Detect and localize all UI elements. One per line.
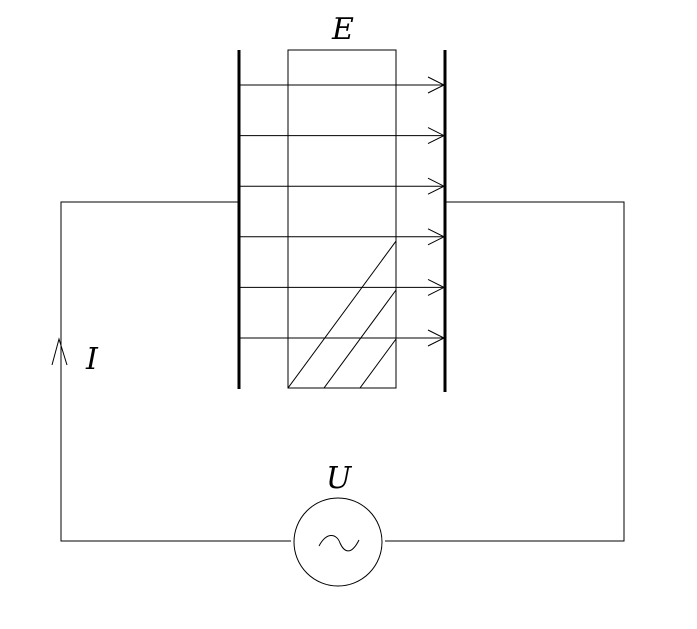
field-arrow	[239, 127, 446, 145]
hatch-line	[528, 48, 697, 551]
field-arrow	[239, 278, 446, 296]
hatch-line	[456, 48, 697, 551]
field-arrow	[239, 228, 446, 246]
hatch-line	[348, 48, 697, 551]
hatch-line	[288, 240, 396, 388]
field-arrow	[239, 177, 446, 195]
right-wire	[385, 201, 625, 542]
current-label: I	[85, 342, 99, 377]
slab-outline	[287, 49, 397, 389]
field-arrow	[239, 76, 446, 94]
slab-hatching	[288, 48, 697, 551]
hatch-line	[492, 48, 697, 551]
hatch-line	[312, 48, 682, 551]
current-arrow-icon	[51, 337, 68, 366]
hatch-line	[359, 338, 396, 388]
dielectric-slab	[287, 48, 697, 551]
field-arrow	[239, 329, 446, 347]
hatch-line	[384, 48, 697, 551]
voltage-label: U	[326, 461, 353, 496]
hatch-line	[564, 48, 697, 551]
sine-wave-icon	[318, 535, 360, 552]
ac-source-icon	[293, 497, 383, 587]
source-circle	[293, 497, 383, 587]
left-wire	[60, 201, 291, 542]
hatch-line	[323, 289, 396, 388]
circuit-wires	[60, 201, 625, 542]
hatch-line	[420, 48, 697, 551]
field-label: E	[331, 12, 354, 47]
field-lines	[239, 76, 446, 347]
